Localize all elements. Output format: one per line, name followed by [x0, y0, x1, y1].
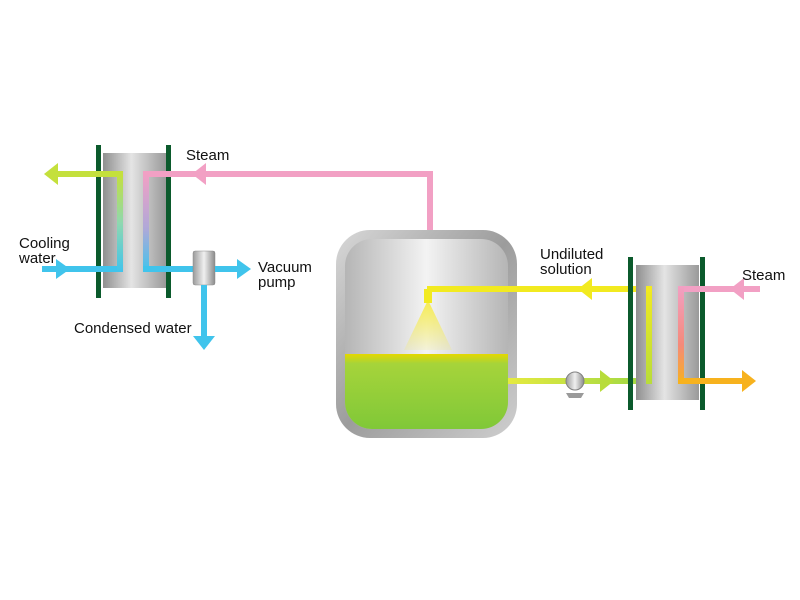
label-condensed-water: Condensed water — [74, 320, 192, 337]
left-condenser — [96, 145, 171, 298]
label-cooling-water-line2: water — [19, 250, 56, 267]
steam-right-arrow — [730, 278, 744, 300]
label-steam-left: Steam — [186, 147, 230, 164]
vapor-pipe — [143, 163, 433, 272]
tank-liquid — [345, 354, 508, 429]
pump-icon — [565, 371, 585, 391]
evaporator-tank — [336, 230, 517, 438]
separator-valve — [192, 250, 251, 350]
label-vacuum-pump: Vacuum pump — [258, 260, 312, 290]
cooling-water-inlet-arrow — [56, 259, 70, 279]
vacuum-pump-arrow — [237, 259, 251, 279]
concentrate-arrow — [600, 370, 614, 392]
label-vacuum-pump-line2: pump — [258, 274, 296, 291]
label-cooling-water-line1: Cooling — [19, 235, 70, 252]
solution-feed-arrow — [578, 278, 592, 300]
steam-heater-pipe — [678, 278, 760, 392]
right-heater-plate-right — [700, 257, 705, 410]
steam-condensate-arrow — [742, 370, 756, 392]
right-heater-plate-left — [628, 257, 633, 410]
left-condenser-plate-right — [166, 145, 171, 298]
condensed-water-arrow — [193, 336, 215, 350]
label-vacuum-pump-line1: Vacuum — [258, 259, 312, 276]
vapor-arrow — [192, 163, 206, 185]
heater-solution-pipe — [646, 286, 652, 384]
label-undiluted-solution-line1: Undiluted — [540, 246, 604, 263]
label-steam-right: Steam — [742, 267, 786, 284]
label-undiluted-solution: Undiluted solution — [540, 247, 603, 277]
cooling-water-outlet-arrow — [44, 163, 58, 185]
label-undiluted-solution-line2: solution — [540, 261, 592, 278]
solution-feed-pipe — [427, 278, 652, 300]
right-heater — [628, 257, 705, 410]
cooling-water-pipe — [42, 163, 123, 279]
spray-cone — [404, 300, 452, 350]
label-cooling-water: Cooling water — [19, 236, 70, 266]
left-condenser-plate-left — [96, 145, 101, 298]
